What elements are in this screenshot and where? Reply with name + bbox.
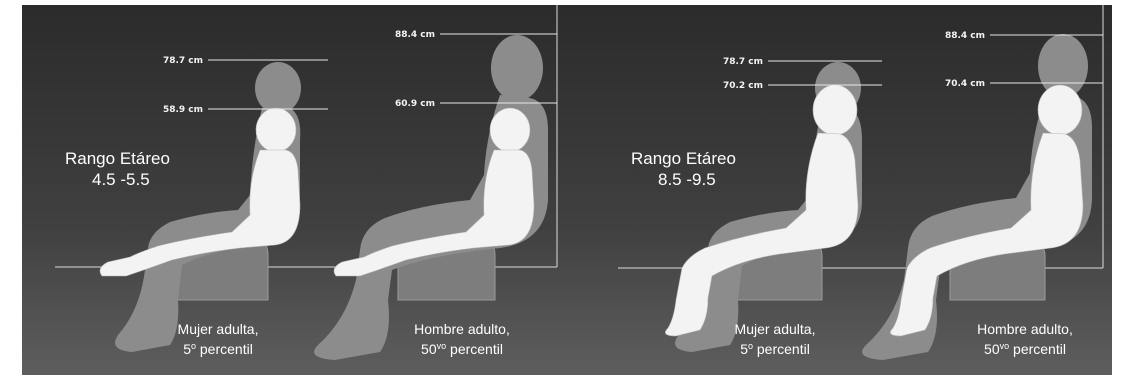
caption-woman-pct-num-right: 5 xyxy=(740,341,748,357)
measure-label-child: 58.9 cm xyxy=(163,105,203,115)
measure-label-man: 88.4 cm xyxy=(395,30,435,40)
caption-man-line2-right: 50vo percentil xyxy=(984,341,1066,357)
measure-label-child2: 60.9 cm xyxy=(395,99,435,109)
caption-woman-pct-num: 5 xyxy=(183,341,191,357)
caption-woman-line1: Mujer adulta, xyxy=(178,321,259,337)
caption-man-pct-word-right: percentil xyxy=(1013,341,1066,357)
caption-woman-line1-right: Mujer adulta, xyxy=(735,321,816,337)
caption-man-line1: Hombre adulto, xyxy=(414,321,510,337)
caption-man-line2: 50vo percentil xyxy=(421,341,503,357)
caption-man-pct-sup-right: vo xyxy=(1000,341,1010,351)
caption-man-line1-right: Hombre adulto, xyxy=(977,321,1073,337)
measure-label-woman-right: 78.7 cm xyxy=(723,57,763,67)
panel-left: 78.7 cm 58.9 cm 88.4 cm 60.9 cm Rango Et… xyxy=(22,5,564,375)
age-range-value-right: 8.5 -9.5 xyxy=(658,170,716,189)
measure-label-woman: 78.7 cm xyxy=(163,56,203,66)
caption-man-pct-num-right: 50 xyxy=(984,341,1000,357)
age-range-label-right: Rango Etáreo xyxy=(631,149,736,168)
caption-man-pct-word: percentil xyxy=(450,341,503,357)
age-range-label: Rango Etáreo xyxy=(65,149,170,168)
caption-woman-pct-word: percentil xyxy=(200,341,253,357)
caption-woman-pct-word-right: percentil xyxy=(757,341,810,357)
caption-man-pct-sup: vo xyxy=(437,341,447,351)
panel-right: 78.7 cm 70.2 cm 88.4 cm 70.4 cm Rango Et… xyxy=(564,5,1112,375)
measure-label-man-right: 88.4 cm xyxy=(945,31,985,41)
measure-label-child-right: 70.2 cm xyxy=(723,81,763,91)
caption-man-pct-num: 50 xyxy=(421,341,437,357)
measure-label-child2-right: 70.4 cm xyxy=(945,79,985,89)
age-range-value: 4.5 -5.5 xyxy=(92,170,150,189)
